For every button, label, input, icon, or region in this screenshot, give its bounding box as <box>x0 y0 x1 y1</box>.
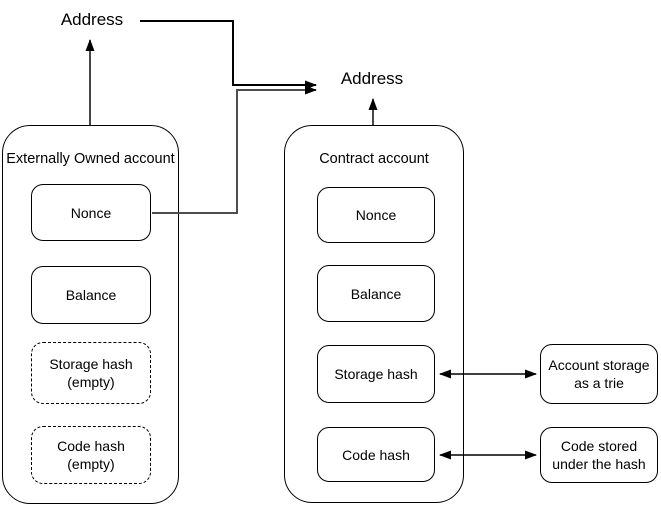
contract-title: Contract account <box>319 151 429 167</box>
arrow-address-to-address <box>140 20 317 90</box>
address-label-contract: Address <box>340 69 404 88</box>
eoa-title: Externally Owned account <box>6 151 175 167</box>
address-label-eoa: Address <box>60 10 124 29</box>
code-stored-box: Code stored under the hash <box>540 427 658 483</box>
contract-storage-hash-box: Storage hash <box>317 345 435 403</box>
eoa-balance-box: Balance <box>31 266 151 324</box>
account-storage-trie-box: Account storage as a trie <box>540 344 658 404</box>
eoa-code-hash-box: Code hash (empty) <box>31 426 151 484</box>
eoa-nonce-box: Nonce <box>31 184 151 241</box>
contract-nonce-box: Nonce <box>317 187 435 243</box>
eoa-storage-hash-box: Storage hash (empty) <box>31 342 151 404</box>
contract-code-hash-box: Code hash <box>317 427 435 482</box>
contract-balance-box: Balance <box>317 265 435 322</box>
